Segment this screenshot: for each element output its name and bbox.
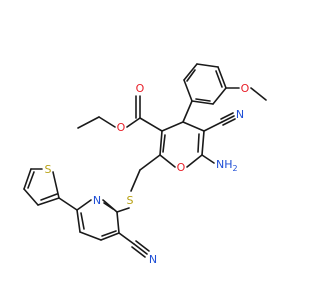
bond — [130, 169, 141, 192]
bond — [116, 211, 120, 234]
bond — [133, 243, 148, 255]
bond — [191, 100, 214, 105]
bond — [182, 100, 193, 123]
sulfur-label: S — [127, 194, 134, 207]
bond — [182, 121, 205, 132]
bond — [103, 202, 114, 210]
sulfur-label: S — [45, 163, 52, 176]
bond — [118, 232, 135, 245]
bond — [183, 63, 198, 81]
nitrogen-label: N — [149, 253, 157, 266]
bond — [40, 193, 58, 201]
molecule-diagram: O O O O N NH2 N N S S — [23, 63, 267, 266]
bond — [220, 112, 234, 120]
bond — [183, 79, 193, 102]
bond — [186, 154, 203, 168]
bond — [139, 117, 163, 132]
bond — [76, 209, 81, 233]
bond — [116, 207, 130, 213]
bond — [37, 197, 60, 206]
bond — [76, 199, 92, 211]
bond — [186, 69, 196, 82]
bond — [131, 246, 146, 258]
bond — [215, 70, 223, 88]
oxygen-label: O — [241, 82, 250, 95]
bond — [203, 121, 223, 132]
bond — [52, 171, 60, 199]
bond — [217, 66, 227, 89]
oxygen-label: O — [177, 161, 186, 174]
bond — [222, 118, 236, 126]
bond — [201, 154, 215, 164]
bond — [77, 116, 100, 129]
bond — [100, 232, 120, 241]
bond — [23, 188, 39, 206]
bonds — [23, 63, 267, 258]
bond — [58, 197, 78, 211]
atom-labels: O O O O N NH2 N N S S — [45, 82, 250, 266]
bond — [126, 117, 141, 128]
amino-label: NH2 — [216, 158, 238, 173]
oxygen-label: O — [136, 82, 145, 95]
bond — [201, 130, 205, 156]
bond — [79, 231, 102, 241]
bond — [159, 154, 176, 168]
bond — [250, 87, 267, 101]
bond — [139, 154, 161, 171]
bond — [159, 130, 163, 156]
bond — [27, 171, 35, 189]
nitrogen-label: N — [93, 194, 101, 207]
bond — [197, 133, 200, 153]
bond — [98, 116, 116, 128]
oxygen-label: O — [117, 121, 126, 134]
structure-svg: O O O O N NH2 N N S S — [23, 63, 267, 266]
bond — [101, 230, 117, 237]
bond — [80, 212, 85, 230]
bond — [195, 98, 211, 102]
bond — [196, 63, 219, 68]
bond — [162, 134, 166, 153]
bond — [161, 121, 184, 132]
bond — [102, 199, 118, 213]
bond — [135, 240, 150, 252]
bond — [23, 168, 32, 190]
bond — [212, 87, 227, 105]
bond — [221, 115, 235, 123]
nitrogen-label: N — [236, 108, 244, 121]
